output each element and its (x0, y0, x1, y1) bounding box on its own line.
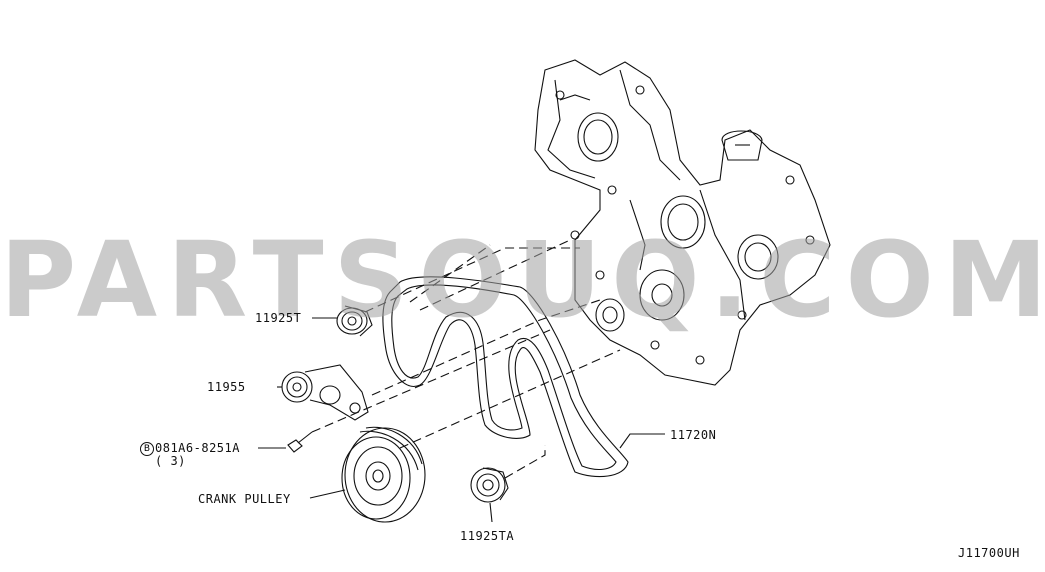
bolt-badge-letter: B (143, 444, 151, 454)
part-label-11925t[interactable]: 11925T (255, 311, 302, 325)
part-label-11955[interactable]: 11955 (207, 380, 246, 394)
part-label-11720n[interactable]: 11720N (670, 428, 717, 442)
engine-block-illustration (534, 59, 831, 386)
bolt-081a6-8251a (287, 431, 313, 453)
idler-pulley-11925t (336, 305, 373, 337)
belt-tensioner-11955 (281, 364, 369, 421)
diagram-code: J11700UH (958, 546, 1020, 560)
bolt-quantity: ( 3) (155, 454, 186, 468)
drive-belt-inner (391, 284, 617, 471)
idler-pulley-11925ta (470, 467, 509, 503)
part-label-bolt[interactable]: 081A6-8251A (155, 441, 240, 455)
bolt-reference-badge: B (140, 442, 154, 456)
alignment-lines (311, 239, 621, 479)
crank-pulley (341, 426, 426, 523)
leader-lines (258, 317, 665, 523)
part-label-11925ta[interactable]: 11925TA (460, 529, 515, 543)
part-label-crank-pulley[interactable]: CRANK PULLEY (198, 492, 291, 506)
drive-belt (382, 276, 629, 478)
